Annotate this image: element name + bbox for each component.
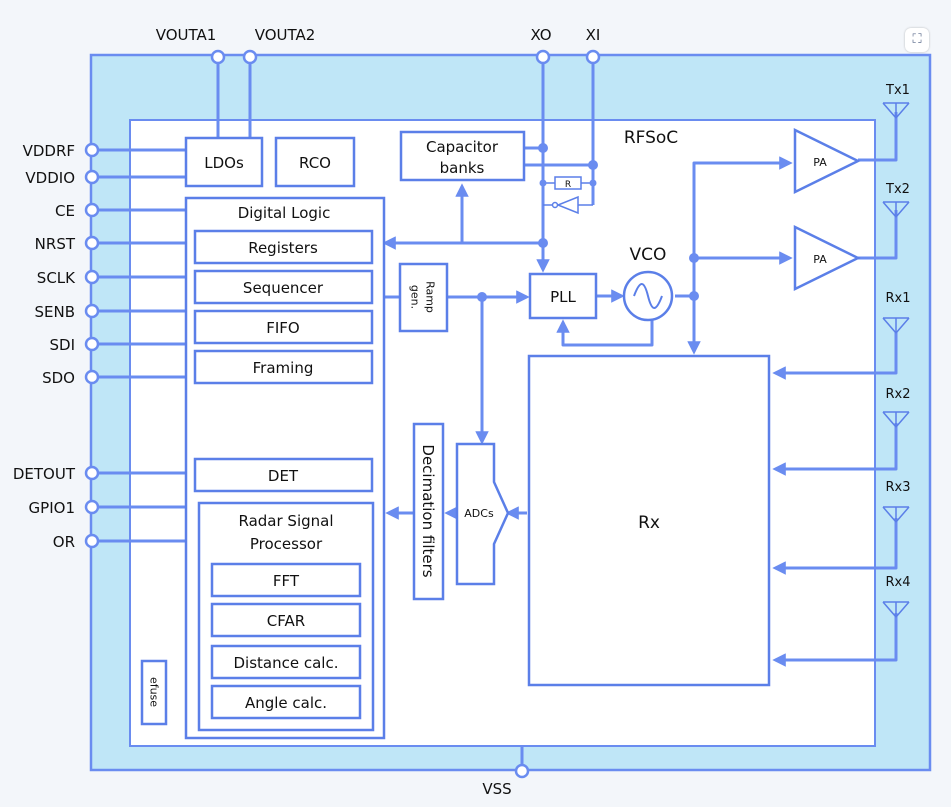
antenna-label-rx2: Rx2 bbox=[886, 387, 911, 402]
fft-block bbox=[210, 562, 362, 598]
framing-block bbox=[193, 349, 374, 385]
ldos-block bbox=[184, 136, 264, 188]
pll-block bbox=[528, 272, 598, 320]
antenna-label-tx1: Tx1 bbox=[885, 83, 910, 98]
pin-label-vddio: VDDIO bbox=[25, 169, 75, 187]
det-block bbox=[193, 457, 374, 493]
pin-label-senb: SENB bbox=[34, 303, 75, 321]
antenna-label-rx4: Rx4 bbox=[886, 575, 911, 590]
chip-name: RFSoC bbox=[624, 128, 678, 148]
fit-view-icon[interactable]: ⛶ bbox=[905, 28, 929, 52]
antenna-rx3-icon bbox=[882, 506, 910, 523]
antenna-rx4-icon bbox=[882, 601, 910, 618]
registers-label: Registers bbox=[248, 239, 318, 257]
capacitor-banks-label-2: banks bbox=[440, 159, 485, 177]
pin-label-sclk: SCLK bbox=[37, 269, 76, 287]
pll-label: PLL bbox=[550, 288, 576, 306]
pa-tx1-symbol bbox=[793, 127, 861, 195]
pin-label-nrst: NRST bbox=[35, 235, 76, 253]
efuse-block bbox=[140, 659, 168, 726]
decimation-filters-label: Decimation filters bbox=[419, 444, 437, 577]
ramp-gen-block bbox=[398, 262, 449, 333]
efuse-label: efuse bbox=[148, 677, 161, 707]
ldos-label: LDOs bbox=[204, 154, 244, 172]
pin-label-gpio1: GPIO1 bbox=[29, 499, 75, 517]
vco-label: VCO bbox=[630, 245, 667, 265]
rx-block bbox=[527, 354, 771, 687]
pa-tx2-label: PA bbox=[813, 253, 827, 266]
pin-label-sdo: SDO bbox=[42, 369, 75, 387]
pin-label-ce: CE bbox=[55, 202, 75, 220]
pin-label-xi: XI bbox=[586, 26, 601, 44]
rco-label: RCO bbox=[299, 154, 331, 172]
rco-block bbox=[274, 136, 356, 188]
pin-vss bbox=[514, 763, 530, 779]
fft-label: FFT bbox=[273, 572, 300, 590]
pin-label-vddrf: VDDRF bbox=[23, 142, 75, 160]
digital-logic-title: Digital Logic bbox=[238, 204, 331, 222]
antenna-label-rx3: Rx3 bbox=[886, 480, 911, 495]
antenna-label-rx1: Rx1 bbox=[886, 291, 911, 306]
registers-block bbox=[193, 229, 374, 265]
adcs-block bbox=[455, 442, 510, 586]
antenna-tx2-icon bbox=[882, 201, 910, 218]
ramp-gen-label-1: Ramp bbox=[424, 281, 437, 313]
rsp-title-2: Processor bbox=[250, 535, 323, 553]
sequencer-label: Sequencer bbox=[243, 279, 324, 297]
pin-label-sdi: SDI bbox=[50, 336, 76, 354]
resistor-label: R bbox=[565, 180, 571, 190]
connection-lines bbox=[99, 64, 898, 765]
distance-calc-label: Distance calc. bbox=[234, 654, 339, 672]
antenna-rx2-icon bbox=[882, 411, 910, 428]
capacitor-banks-label-1: Capacitor bbox=[426, 138, 499, 156]
cfar-block bbox=[210, 602, 362, 638]
pin-label-detout: DETOUT bbox=[13, 465, 76, 483]
pa-tx2-symbol bbox=[793, 224, 861, 292]
pin-label-vouta1: VOUTA1 bbox=[156, 26, 217, 44]
pin-label-xo: XO bbox=[530, 26, 551, 44]
inverter-symbol bbox=[551, 195, 579, 215]
pin-label-or: OR bbox=[53, 533, 75, 551]
framing-label: Framing bbox=[253, 359, 314, 377]
fifo-block bbox=[193, 309, 374, 345]
resistor-symbol bbox=[554, 176, 582, 190]
rsp-title-1: Radar Signal bbox=[238, 512, 333, 530]
fifo-label: FIFO bbox=[266, 319, 300, 337]
rx-label: Rx bbox=[638, 513, 660, 533]
left-pins bbox=[84, 142, 100, 549]
antenna-label-tx2: Tx2 bbox=[885, 182, 910, 197]
pin-label-vss: VSS bbox=[482, 780, 511, 798]
antenna-rx1-icon bbox=[882, 317, 910, 334]
angle-calc-label: Angle calc. bbox=[245, 694, 327, 712]
det-label: DET bbox=[268, 467, 299, 485]
angle-calc-block bbox=[210, 684, 362, 720]
cfar-label: CFAR bbox=[267, 612, 305, 630]
top-pins bbox=[210, 49, 601, 65]
capacitor-banks-block bbox=[399, 130, 526, 182]
junction-dots bbox=[477, 143, 699, 302]
ramp-gen-label-2: gen. bbox=[409, 285, 422, 309]
distance-calc-block bbox=[210, 644, 362, 680]
pin-label-vouta2: VOUTA2 bbox=[255, 26, 316, 44]
pa-tx1-label: PA bbox=[813, 156, 827, 169]
adcs-label: ADCs bbox=[464, 507, 494, 520]
vco-symbol bbox=[622, 270, 674, 322]
decimation-filters-block bbox=[412, 422, 445, 601]
antenna-tx1-icon bbox=[882, 102, 910, 119]
sequencer-block bbox=[193, 269, 374, 305]
